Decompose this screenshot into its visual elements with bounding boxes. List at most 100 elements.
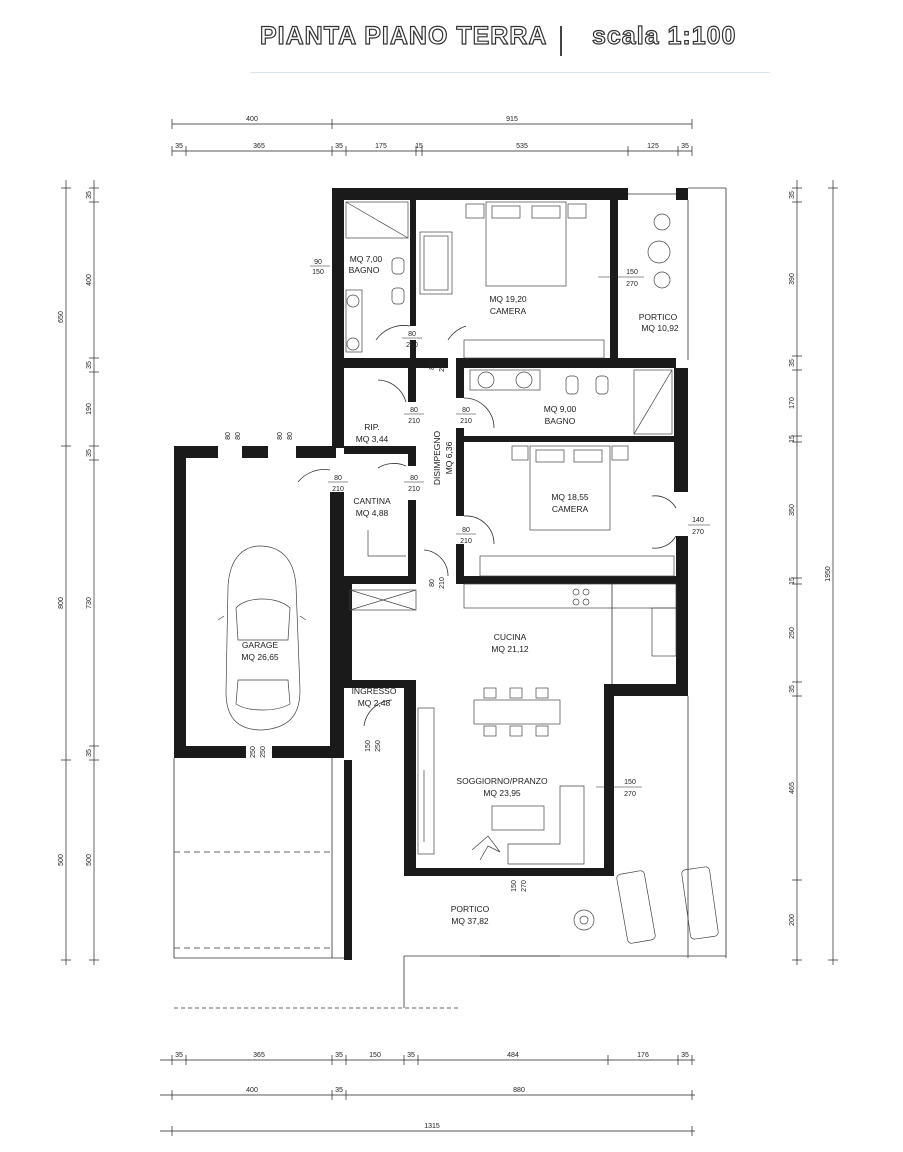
- furniture: [217, 201, 719, 944]
- dim-top2-6: 125: [647, 143, 659, 150]
- dim-left-inner-5: 730: [86, 597, 93, 609]
- dim-bot1-4: 35: [407, 1052, 415, 1059]
- walls: [174, 188, 688, 960]
- opening-150-270c-h: 270: [521, 880, 528, 892]
- window-garage1-h: 80: [235, 432, 242, 440]
- room-ingresso-area: MQ 2,48: [358, 698, 391, 708]
- dim-bot2-2: 880: [513, 1087, 525, 1094]
- dim-left-inner-2: 35: [86, 361, 93, 369]
- door-camera2-w: 80: [462, 527, 470, 534]
- opening-150-270b-w: 150: [624, 779, 636, 786]
- dim-right-inner-8: 35: [789, 685, 796, 693]
- dimension-lines: [61, 119, 838, 1136]
- room-cucina-area: MQ 21,12: [491, 644, 529, 654]
- dim-bot1-3: 150: [369, 1052, 381, 1059]
- room-disimpegno-area: MQ 6,36: [444, 441, 454, 474]
- room-soggiorno-name: SOGGIORNO/PRANZO: [456, 776, 548, 786]
- room-garage-name: GARAGE: [242, 640, 279, 650]
- dim-left-inner-1: 400: [86, 274, 93, 286]
- dim-top2-0: 35: [175, 143, 183, 150]
- opening-90-150-w: 90: [314, 259, 322, 266]
- room-cantina-name: CANTINA: [353, 496, 391, 506]
- room-portico1-area: MQ 10,92: [641, 323, 679, 333]
- door-cantina-w: 80: [410, 475, 418, 482]
- dim-top2-1: 365: [253, 143, 265, 150]
- header-rule: [250, 72, 770, 73]
- door-rip-w: 80: [410, 407, 418, 414]
- drawing-scale: scala 1:100: [591, 21, 737, 50]
- room-bagno2-name: BAGNO: [545, 416, 576, 426]
- room-cantina-area: MQ 4,88: [356, 508, 389, 518]
- door-camera1-h: 210: [439, 360, 446, 372]
- door-garage-w: 80: [334, 475, 342, 482]
- room-labels: MQ 7,00 BAGNO MQ 19,20 CAMERA PORTICO MQ…: [241, 254, 679, 926]
- door-bagno2-h: 210: [460, 418, 472, 425]
- door-bagno1-w: 80: [408, 331, 416, 338]
- dim-bot1-7: 35: [681, 1052, 689, 1059]
- dim-left-inner-7: 500: [86, 854, 93, 866]
- dim-bot2-1: 35: [335, 1087, 343, 1094]
- dim-right-inner-7: 250: [789, 627, 796, 639]
- room-portico2-area: MQ 37,82: [451, 916, 489, 926]
- dim-right-inner-10: 200: [789, 914, 796, 926]
- dim-top2-2: 35: [335, 143, 343, 150]
- room-portico1-name: PORTICO: [639, 312, 678, 322]
- room-portico2-name: PORTICO: [451, 904, 490, 914]
- door-rip-h: 210: [408, 418, 420, 425]
- door-ingresso-w: 150: [365, 740, 372, 752]
- window-garage1-w: 80: [225, 432, 232, 440]
- dim-left-outer-2: 500: [58, 854, 65, 866]
- drawing-header: PIANTA PIANO TERRA scala 1:100: [0, 21, 903, 73]
- room-camera2-name: CAMERA: [552, 504, 589, 514]
- room-bagno1-name: BAGNO: [349, 265, 380, 275]
- opening-150-270a-h: 270: [626, 281, 638, 288]
- door-bagno1-h: 210: [406, 342, 418, 349]
- room-cucina-name: CUCINA: [494, 632, 527, 642]
- dim-left-inner-3: 190: [86, 403, 93, 415]
- room-ingresso-name: INGRESSO: [352, 686, 397, 696]
- room-camera1-area: MQ 19,20: [489, 294, 527, 304]
- opening-labels: 90 150 150 270 80 210 80 210 80 210 80 2…: [225, 259, 710, 892]
- dim-bot-total: 1315: [424, 1123, 440, 1130]
- dim-top2-3: 175: [375, 143, 387, 150]
- dim-bot1-1: 365: [253, 1052, 265, 1059]
- dim-bot2-0: 400: [246, 1087, 258, 1094]
- dim-left-inner-6: 35: [86, 749, 93, 757]
- dim-bot1-0: 35: [175, 1052, 183, 1059]
- dim-top2-5: 535: [516, 143, 528, 150]
- door-camera1-w: 80: [429, 362, 436, 370]
- room-bagno2-area: MQ 9,00: [544, 404, 577, 414]
- door-garage-main-w: 250: [250, 746, 257, 758]
- door-ingresso-h: 250: [375, 740, 382, 752]
- door-garage-h: 210: [332, 486, 344, 493]
- dim-right-inner-5: 350: [789, 504, 796, 516]
- dim-left-outer-0: 650: [58, 311, 65, 323]
- dim-right-inner-2: 35: [789, 359, 796, 367]
- room-bagno1-area: MQ 7,00: [350, 254, 383, 264]
- doors: [297, 325, 677, 727]
- opening-140-270-h: 270: [692, 529, 704, 536]
- dim-right-outer: 1950: [825, 566, 832, 582]
- window-garage2-h: 80: [287, 432, 294, 440]
- dim-top2-4: 15: [415, 143, 423, 150]
- dim-top1-1: 915: [506, 116, 518, 123]
- dim-right-inner-3: 170: [789, 397, 796, 409]
- room-camera2-area: MQ 18,55: [551, 492, 589, 502]
- opening-150-270b-h: 270: [624, 791, 636, 798]
- door-cantina-h: 210: [408, 486, 420, 493]
- room-camera1-name: CAMERA: [490, 306, 527, 316]
- dim-right-inner-1: 390: [789, 273, 796, 285]
- room-rip-area: MQ 3,44: [356, 434, 389, 444]
- header-separator: [560, 26, 562, 56]
- opening-150-270a-w: 150: [626, 269, 638, 276]
- door-camera2-h: 210: [460, 538, 472, 545]
- dimension-labels: 400 915 35 365 35 175 15 535 125 35 35 3…: [58, 116, 832, 1130]
- door-cucina-h: 210: [439, 577, 446, 589]
- dim-bot1-6: 176: [637, 1052, 649, 1059]
- dim-left-inner-4: 35: [86, 449, 93, 457]
- dim-top2-7: 35: [681, 143, 689, 150]
- dim-top1-0: 400: [246, 116, 258, 123]
- dim-right-inner-4: 15: [789, 435, 796, 443]
- thin-lines: [173, 187, 727, 1009]
